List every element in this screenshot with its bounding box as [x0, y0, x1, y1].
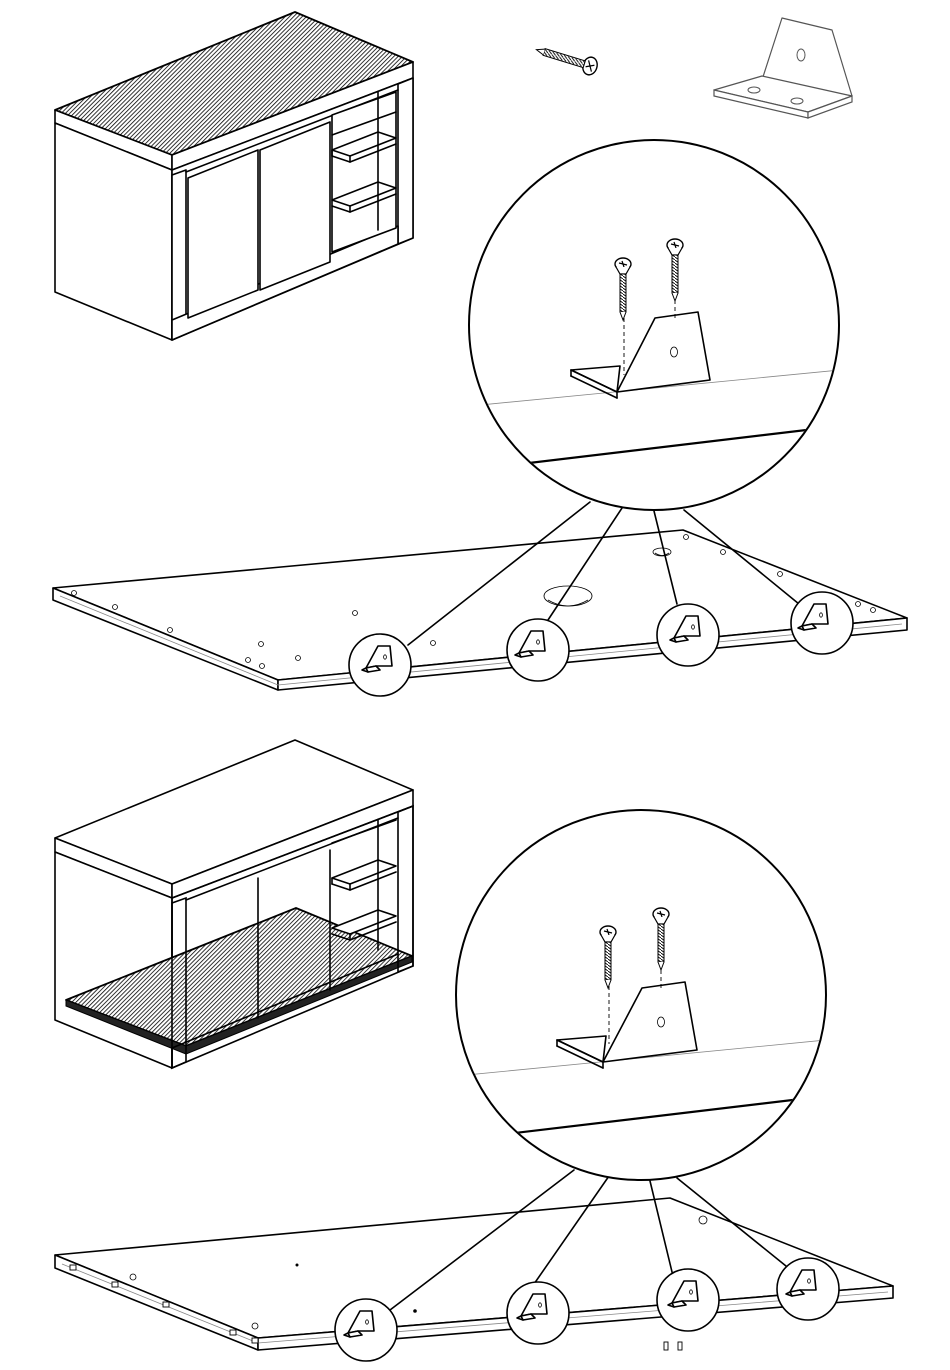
callout-circle — [349, 634, 411, 696]
zoom-detail-top — [469, 140, 840, 510]
step-top — [53, 12, 907, 696]
callout-circle — [507, 619, 569, 681]
callout-circle — [335, 1299, 397, 1361]
panel-bottom — [55, 1170, 893, 1361]
callout-circle — [657, 1269, 719, 1331]
angle-bracket-icon — [714, 18, 852, 118]
screw-icon — [534, 41, 600, 77]
zoom-detail-bottom — [456, 810, 826, 1180]
cabinet-bottom-highlight — [55, 740, 413, 1068]
callout-circle — [791, 592, 853, 654]
callout-circle — [777, 1258, 839, 1320]
callout-circle — [657, 604, 719, 666]
cabinet-top-highlight — [55, 12, 413, 340]
panel-top — [53, 502, 907, 696]
step-bottom — [55, 740, 893, 1361]
callout-circle — [507, 1282, 569, 1344]
